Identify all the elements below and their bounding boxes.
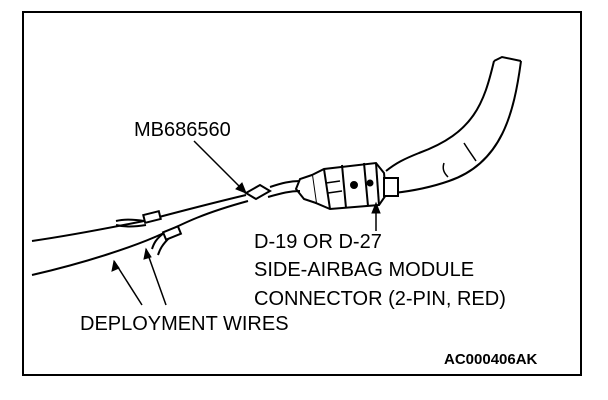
airbag-module-connector [294,161,399,211]
adapter-harness [244,180,301,201]
deployment-wires [31,194,249,276]
deployment-wires-label: DEPLOYMENT WIRES [80,313,289,335]
connector-name-line2-label: CONNECTOR (2-PIN, RED) [254,288,506,310]
connector-illustration [31,55,522,306]
harness-tube [385,55,522,194]
connector-name-line1-label: SIDE-AIRBAG MODULE [254,259,475,281]
figure-id: AC000406AK [444,351,538,368]
tool-part-number-label: MB686560 [134,119,231,141]
connector-id-label: D-19 OR D-27 [254,231,382,253]
wire-sleeves [142,209,183,242]
leader-lines [113,140,377,306]
diagram-frame: MB686560 D-19 OR D-27 SIDE-AIRBAG MODULE… [22,11,582,376]
arrowheads [111,182,381,272]
